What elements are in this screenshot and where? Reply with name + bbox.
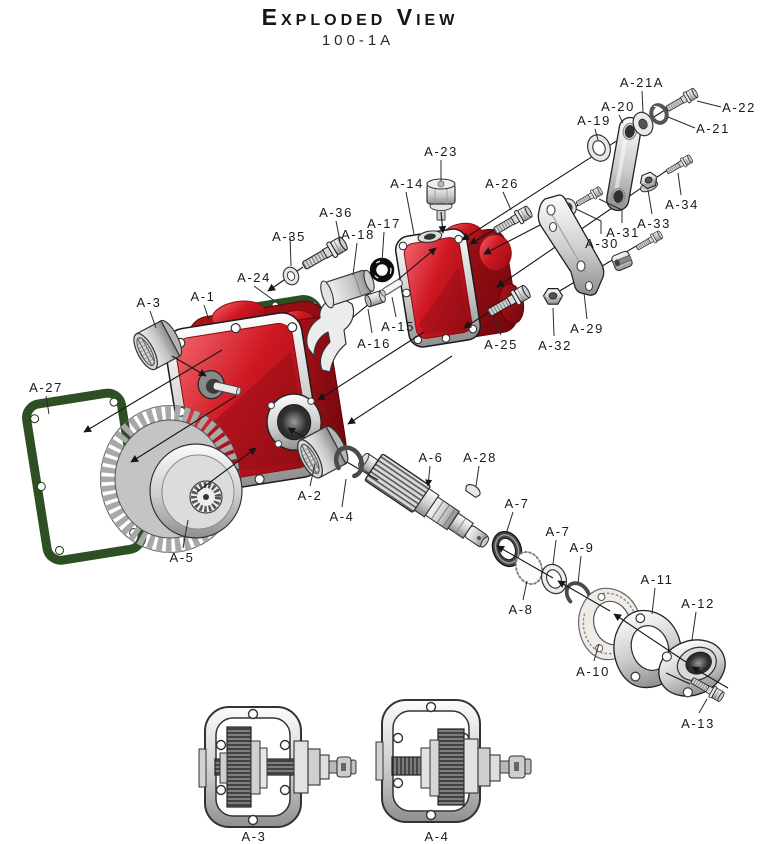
part-nut-a33 bbox=[637, 170, 661, 193]
part-bearing-a3 bbox=[133, 319, 183, 371]
part-nut-a32 bbox=[542, 288, 564, 305]
callout-a14: A-14 bbox=[390, 176, 424, 191]
callout-a1: A-1 bbox=[190, 289, 215, 304]
callout-a25: A-25 bbox=[484, 337, 518, 352]
callout-labels: A-1 A-2 A-3 A-4 A-5 A-6 A-7 A-7 A-8 A-9 … bbox=[29, 75, 756, 844]
callout-a29: A-29 bbox=[570, 321, 604, 336]
callout-a4: A-4 bbox=[329, 509, 354, 524]
part-gear-a5 bbox=[100, 405, 243, 553]
shaft-axis-arrows bbox=[496, 545, 729, 689]
callout-a28: A-28 bbox=[463, 450, 497, 465]
part-bracket-a29 bbox=[537, 194, 605, 296]
part-lock-washer-a21 bbox=[649, 103, 669, 125]
part-washer-a21a bbox=[632, 111, 654, 137]
callout-a20: A-20 bbox=[601, 99, 635, 114]
model-number: 100-1A bbox=[322, 32, 394, 49]
callout-a10: A-10 bbox=[576, 664, 610, 679]
part-washer-a35 bbox=[282, 266, 300, 286]
callout-a5: A-5 bbox=[169, 550, 194, 565]
callout-a13: A-13 bbox=[681, 716, 715, 731]
callout-a19: A-19 bbox=[577, 113, 611, 128]
part-pin-a15 bbox=[380, 278, 403, 297]
page-title: Exploded View bbox=[262, 4, 459, 30]
callout-a15: A-15 bbox=[381, 319, 415, 334]
inset-caption-right: A-4 bbox=[424, 829, 449, 844]
callout-a16: A-16 bbox=[357, 336, 391, 351]
callout-leader-lines bbox=[45, 90, 722, 714]
callout-a26: A-26 bbox=[485, 176, 519, 191]
part-key-a28 bbox=[465, 484, 481, 498]
inset-assembled-view-left bbox=[198, 706, 357, 828]
callout-a21: A-21 bbox=[696, 121, 730, 136]
callout-a33: A-33 bbox=[637, 216, 671, 231]
callout-a36: A-36 bbox=[319, 205, 353, 220]
callout-a3: A-3 bbox=[136, 295, 161, 310]
callout-a8: A-8 bbox=[508, 602, 533, 617]
part-bearing-a2 bbox=[297, 425, 349, 479]
inset-caption-left: A-3 bbox=[241, 829, 266, 844]
part-sleeve-a16 bbox=[364, 289, 386, 308]
callout-a22: A-22 bbox=[722, 100, 756, 115]
part-seal-a7-upper bbox=[491, 530, 523, 568]
part-washer-a19 bbox=[587, 134, 611, 162]
callout-a35: A-35 bbox=[272, 229, 306, 244]
part-clamp-block bbox=[611, 250, 633, 272]
part-snap-ring-a4 bbox=[333, 445, 365, 479]
callout-a34: A-34 bbox=[665, 197, 699, 212]
callout-a32: A-32 bbox=[538, 338, 572, 353]
part-nut-a23 bbox=[426, 178, 456, 221]
callout-a17: A-17 bbox=[367, 216, 401, 231]
part-strap-a20 bbox=[606, 116, 642, 212]
callout-a7-upper: A-7 bbox=[504, 496, 529, 511]
callout-a24: A-24 bbox=[237, 270, 271, 285]
callout-a23: A-23 bbox=[424, 144, 458, 159]
callout-a18: A-18 bbox=[341, 227, 375, 242]
callout-a11: A-11 bbox=[641, 572, 674, 587]
callout-a31: A-31 bbox=[606, 225, 640, 240]
callout-a21a: A-21A bbox=[620, 75, 664, 90]
callout-a30: A-30 bbox=[585, 236, 619, 251]
callout-a27: A-27 bbox=[29, 380, 63, 395]
callout-a2: A-2 bbox=[297, 488, 322, 503]
part-fork-a18 bbox=[306, 269, 375, 373]
inset-assembled-view-right bbox=[375, 699, 532, 823]
callout-a7-lower: A-7 bbox=[545, 524, 570, 539]
callout-a9: A-9 bbox=[569, 540, 594, 555]
callout-a12: A-12 bbox=[681, 596, 715, 611]
callout-a6: A-6 bbox=[418, 450, 443, 465]
